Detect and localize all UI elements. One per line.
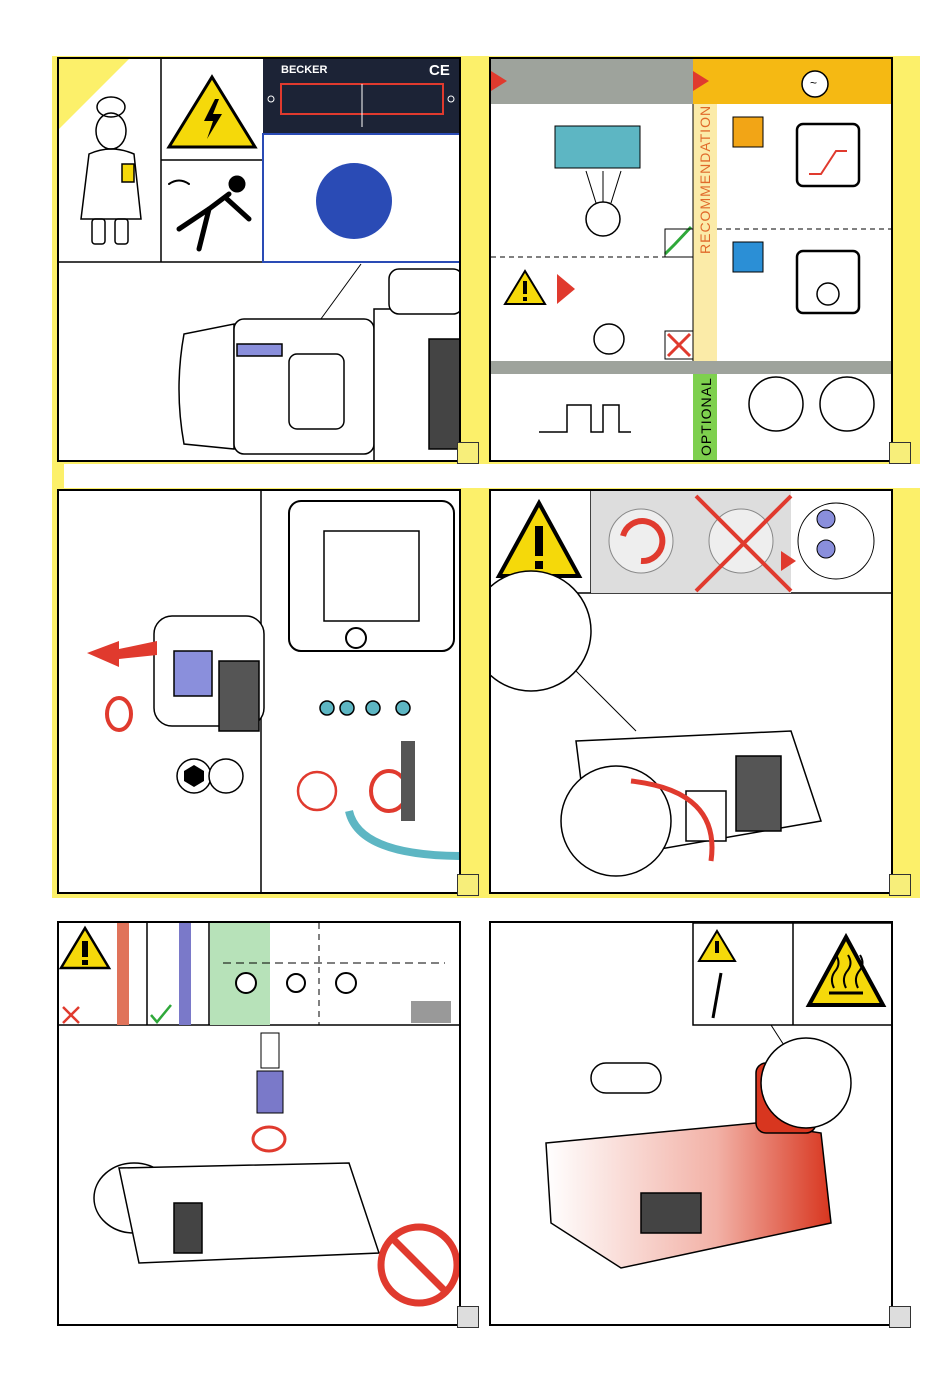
panel-electrical-safety: BECKER CE bbox=[57, 57, 461, 462]
panel-hot-art bbox=[491, 923, 893, 1326]
panel-rotation-art bbox=[491, 491, 893, 894]
page-tab bbox=[457, 874, 479, 896]
page-tab bbox=[889, 874, 911, 896]
high-voltage-warning-icon bbox=[169, 77, 255, 147]
panel-vacuum-connection bbox=[57, 921, 461, 1326]
page-tab bbox=[889, 442, 911, 464]
panel-hot-surface bbox=[489, 921, 893, 1326]
ground-icon bbox=[298, 772, 336, 810]
remove-arrow-icon bbox=[87, 641, 157, 667]
page-tab bbox=[457, 1306, 479, 1328]
panel-electrical-safety-art bbox=[59, 59, 461, 462]
white-gap bbox=[64, 464, 920, 488]
electric-shock-icon bbox=[169, 178, 249, 249]
blue-dot bbox=[316, 163, 392, 239]
panel-terminal-box bbox=[57, 489, 461, 894]
panel-terminal-art bbox=[59, 491, 461, 894]
ce-mark: CE bbox=[429, 62, 450, 79]
page-tab bbox=[889, 1306, 911, 1328]
electrician-figure bbox=[81, 97, 141, 244]
brand-logo: BECKER bbox=[281, 64, 327, 76]
check-icon bbox=[665, 227, 691, 254]
panel-vacuum-art bbox=[59, 923, 461, 1326]
pump-motor-drawing bbox=[179, 269, 461, 462]
recommendation-label: RECOMMENDATION bbox=[697, 105, 713, 254]
panel-rotation bbox=[489, 489, 893, 894]
page-tab bbox=[457, 442, 479, 464]
panel-wiring-art bbox=[491, 59, 893, 462]
panel-wiring-recommendation: ~ RECOMMENDATION OPTIONAL bbox=[489, 57, 893, 462]
tilde-symbol: ~ bbox=[810, 76, 817, 90]
optional-label: OPTIONAL bbox=[698, 377, 714, 456]
phillips-icon bbox=[209, 759, 243, 793]
